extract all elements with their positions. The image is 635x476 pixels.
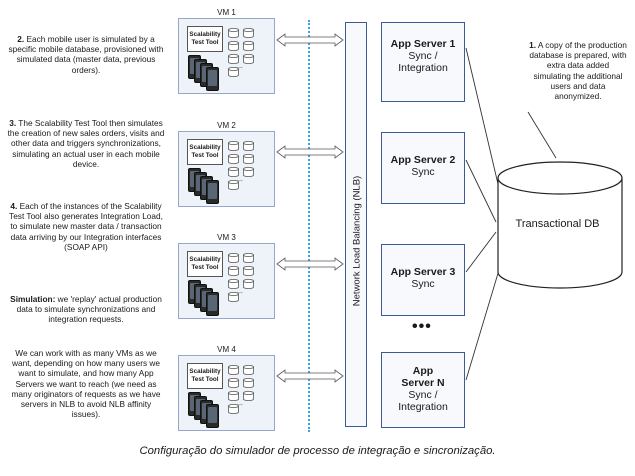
connector-server1-db	[465, 47, 507, 219]
bidirectional-arrow	[276, 145, 344, 159]
scalability-test-tool: Scalability Test Tool	[187, 26, 223, 52]
mobile-database-icon	[243, 138, 254, 151]
mobile-database-icon	[243, 362, 254, 375]
more-servers-ellipsis: •••	[412, 318, 432, 335]
mobile-database-icon	[228, 151, 239, 164]
note-simulation: Simulation: we 'replay' actual productio…	[10, 294, 162, 325]
bidirectional-arrow	[276, 369, 344, 383]
scalability-test-tool: Scalability Test Tool	[187, 251, 223, 277]
vm-title: VM 1	[217, 8, 236, 17]
mobile-database-icon	[243, 51, 254, 64]
note1-connector	[527, 111, 557, 159]
mobile-database-icon	[228, 362, 239, 375]
app-server-3: App Server 3 Sync	[381, 244, 465, 316]
server-name: App Server 3	[390, 266, 456, 278]
mobile-phone-icon	[206, 292, 219, 316]
more-databases-ellipsis: ...	[237, 288, 243, 295]
server-name: App Server 2	[390, 154, 456, 166]
mobile-database-icon	[228, 263, 239, 276]
mobile-database-icon	[228, 401, 239, 414]
mobile-database-icon	[243, 263, 254, 276]
mobile-database-icon	[228, 51, 239, 64]
vm-box: Scalability Test Tool...	[178, 18, 275, 94]
vm-divider-line	[308, 20, 310, 432]
note-step-1: 1. A copy of the production database is …	[529, 40, 627, 102]
connector-server3-db	[465, 231, 497, 273]
vm-title: VM 4	[217, 345, 236, 354]
vm-box: Scalability Test Tool...	[178, 243, 275, 319]
nlb-label: Network Load Balancing (NLB)	[351, 175, 363, 307]
server-name: App Server N	[401, 365, 445, 389]
scalability-test-tool: Scalability Test Tool	[187, 363, 223, 389]
mobile-database-icon	[243, 375, 254, 388]
mobile-phone-icon	[206, 404, 219, 428]
server-role: Sync	[411, 166, 435, 178]
network-load-balancer: Network Load Balancing (NLB)	[345, 22, 367, 427]
mobile-database-icon	[243, 151, 254, 164]
vm-box: Scalability Test Tool...	[178, 131, 275, 207]
mobile-phone-icon	[206, 67, 219, 91]
more-databases-ellipsis: ...	[237, 176, 243, 183]
mobile-database-icon	[228, 250, 239, 263]
mobile-database-icon	[228, 64, 239, 77]
mobile-database-icon	[243, 38, 254, 51]
mobile-database-icon	[228, 25, 239, 38]
server-role: Sync / Integration	[398, 50, 448, 74]
connector-server2-db	[465, 159, 497, 223]
mobile-database-icon	[243, 164, 254, 177]
more-databases-ellipsis: ...	[237, 400, 243, 407]
bidirectional-arrow	[276, 33, 344, 47]
scalability-test-tool: Scalability Test Tool	[187, 139, 223, 165]
mobile-database-icon	[243, 388, 254, 401]
more-databases-ellipsis: ...	[237, 63, 243, 70]
mobile-phone-icon	[206, 180, 219, 204]
mobile-database-icon	[228, 177, 239, 190]
vm-box: Scalability Test Tool...	[178, 355, 275, 431]
vm-title: VM 3	[217, 233, 236, 242]
connector-serverN-db	[465, 239, 509, 381]
note-vm-count: We can work with as many VMs as we want,…	[11, 348, 161, 420]
mobile-database-icon	[228, 164, 239, 177]
note-step-2: 2. Each mobile user is simulated by a sp…	[8, 34, 164, 75]
server-role: Sync / Integration	[398, 389, 448, 413]
mobile-database-icon	[228, 375, 239, 388]
vm-title: VM 2	[217, 121, 236, 130]
mobile-database-icon	[228, 38, 239, 51]
mobile-database-icon	[228, 388, 239, 401]
note-step-4: 4. Each of the instances of the Scalabil…	[9, 201, 163, 252]
note-step-3: 3. The Scalability Test Tool then simula…	[7, 118, 165, 169]
bidirectional-arrow	[276, 257, 344, 271]
server-role: Sync	[411, 278, 435, 290]
mobile-database-icon	[228, 138, 239, 151]
mobile-database-icon	[243, 25, 254, 38]
app-server-1: App Server 1 Sync / Integration	[381, 22, 465, 102]
server-name: App Server 1	[390, 38, 456, 50]
figure-caption: Configuração do simulador de processo de…	[139, 445, 496, 457]
mobile-database-icon	[243, 276, 254, 289]
mobile-database-icon	[243, 250, 254, 263]
app-server-n: App Server N Sync / Integration	[381, 352, 465, 428]
database-label: Transactional DB	[515, 218, 600, 230]
mobile-database-icon	[228, 276, 239, 289]
mobile-database-icon	[228, 289, 239, 302]
app-server-2: App Server 2 Sync	[381, 132, 465, 204]
